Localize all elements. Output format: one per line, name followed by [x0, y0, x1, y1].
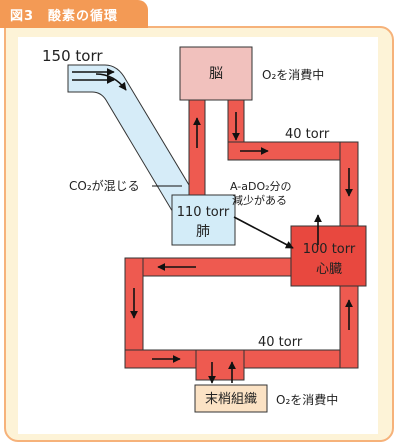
heart-pressure-label: 100 torr: [303, 242, 356, 257]
tissue-box: [194, 384, 268, 413]
pipe-left-loop-top: [124, 257, 296, 277]
flow-arrow-lung-to-heart: [233, 216, 294, 249]
tissue-label: 末梢組織: [205, 392, 257, 407]
pipe-tissue-stub: [195, 349, 245, 381]
inspired-pressure-label: 150 torr: [42, 47, 103, 65]
figure-label: 図3 酸素の循環: [10, 9, 119, 24]
airway-flow-arrow-3: [95, 73, 127, 91]
heart-box: [290, 225, 367, 287]
lung-label: 肺: [196, 224, 210, 240]
brain-return-pressure-label: 40 torr: [285, 127, 330, 142]
lung-box: [171, 194, 236, 246]
aado2-label-line2: 減少がある: [232, 193, 287, 207]
tissue-return-pressure-label: 40 torr: [258, 335, 303, 350]
brain-label: 脳: [209, 66, 223, 82]
brain-box: [179, 46, 253, 101]
aado2-label-line1: A-aDO₂分の: [230, 180, 292, 193]
tissue-o2-consumption-label: O₂を消費中: [276, 392, 338, 407]
co2-mix-label: CO₂が混じる: [69, 178, 140, 193]
lung-pressure-label: 110 torr: [177, 205, 230, 220]
figure-tab: 図3 酸素の循環: [0, 0, 148, 28]
heart-label: 心臓: [316, 262, 342, 277]
brain-o2-consumption-label: O₂を消費中: [262, 67, 324, 82]
